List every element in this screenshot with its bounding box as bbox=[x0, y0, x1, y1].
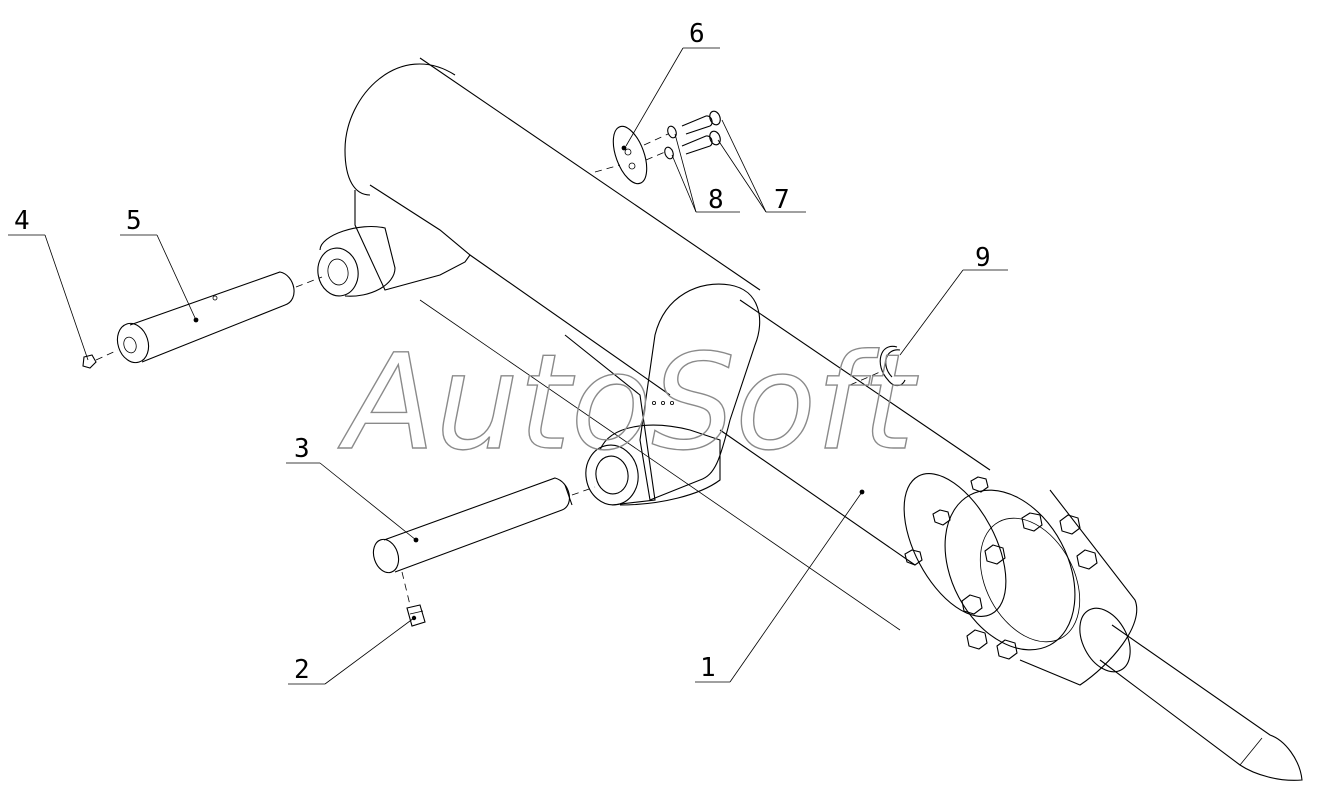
tool-collar bbox=[1079, 607, 1131, 673]
callout-8: 8 bbox=[708, 185, 724, 215]
leader-4 bbox=[44, 234, 89, 361]
flange-bolt bbox=[961, 594, 983, 615]
key-2 bbox=[406, 604, 426, 627]
pin-5-crosshole bbox=[212, 295, 218, 301]
screw bbox=[681, 135, 713, 155]
flange-bolt bbox=[984, 544, 1006, 565]
key-2-edge bbox=[409, 610, 424, 615]
leader-6 bbox=[625, 47, 684, 147]
front-boss-face bbox=[585, 444, 639, 506]
watermark-text: AutoSoft bbox=[337, 326, 918, 480]
callout-2: 2 bbox=[294, 655, 310, 685]
front-boss-bore bbox=[595, 455, 629, 495]
flange-bolt bbox=[904, 549, 923, 566]
pin-3-key-axis bbox=[401, 571, 411, 606]
key-2-body bbox=[406, 604, 426, 627]
front-bracket-hole bbox=[670, 400, 675, 405]
cover-plate-axis bbox=[594, 164, 621, 173]
leader-5 bbox=[156, 234, 197, 321]
washer bbox=[667, 125, 677, 139]
cylinder-top-edge bbox=[419, 57, 761, 291]
rear-boss bbox=[319, 225, 396, 297]
front-boss bbox=[599, 424, 721, 506]
leader-1 bbox=[729, 491, 863, 683]
ring-axis bbox=[849, 371, 881, 386]
flange-bolt bbox=[996, 639, 1018, 660]
nipple-4-hex bbox=[82, 354, 97, 369]
flange-ring bbox=[944, 489, 1076, 651]
flange-bolt bbox=[1021, 512, 1043, 532]
cover-plate-6 bbox=[594, 125, 669, 185]
callout-6: 6 bbox=[689, 19, 705, 49]
leader-lines bbox=[8, 47, 1008, 685]
cover-plate-hole bbox=[628, 162, 636, 170]
rear-boss-bore bbox=[327, 258, 349, 286]
pin-3-end bbox=[372, 538, 400, 574]
rear-boss-face bbox=[317, 247, 359, 297]
flange-bolt bbox=[970, 476, 989, 493]
flange-bolt-circle bbox=[979, 517, 1081, 643]
callout-7: 7 bbox=[774, 185, 790, 215]
pin-3-groove bbox=[564, 484, 573, 506]
callout-labels: 6 8 7 9 4 5 3 2 1 bbox=[14, 19, 991, 685]
flange-bolt bbox=[966, 629, 988, 650]
pin-5-body bbox=[129, 271, 295, 363]
flange-bolt bbox=[1059, 514, 1081, 535]
chisel-tool bbox=[1099, 624, 1303, 781]
callout-5: 5 bbox=[126, 206, 142, 236]
leader-3 bbox=[319, 462, 417, 541]
flange-bolts bbox=[904, 476, 1098, 660]
rear-bracket bbox=[354, 184, 471, 291]
callout-1: 1 bbox=[700, 653, 716, 683]
cylinder-seam-line bbox=[419, 299, 901, 631]
cylinder-body bbox=[317, 57, 1303, 781]
callout-4: 4 bbox=[14, 206, 30, 236]
screw-head bbox=[709, 110, 721, 126]
front-bracket-side bbox=[564, 334, 656, 506]
retaining-ring bbox=[879, 345, 906, 387]
retaining-ring-9 bbox=[849, 345, 906, 387]
flange-bolt bbox=[932, 509, 951, 526]
nipple-4 bbox=[82, 349, 119, 369]
retaining-ring-inner bbox=[885, 349, 901, 378]
screw-axis-lower bbox=[645, 151, 666, 161]
front-bracket-hole bbox=[661, 400, 666, 405]
screw-axis-upper bbox=[643, 133, 669, 146]
washers-8 bbox=[664, 125, 677, 160]
screw-head bbox=[709, 130, 721, 146]
pin-5-head bbox=[116, 322, 150, 364]
pin-3-axis bbox=[571, 486, 596, 496]
flange-bolt bbox=[1076, 549, 1098, 570]
flange-disc bbox=[903, 473, 1007, 617]
callout-9: 9 bbox=[975, 243, 991, 273]
cylinder-bottom-edge-front bbox=[719, 429, 916, 566]
leader-2 bbox=[324, 617, 415, 685]
cylinder-bottom-edge bbox=[469, 254, 671, 396]
pin-5-axis bbox=[295, 276, 323, 288]
housing-cone bbox=[1019, 489, 1138, 686]
leader-7b bbox=[721, 119, 767, 213]
leader-9 bbox=[899, 269, 964, 356]
pin-5-bore bbox=[123, 336, 137, 354]
leader-7a bbox=[717, 139, 767, 213]
pin-3-body bbox=[383, 477, 571, 573]
washer bbox=[664, 146, 674, 160]
cylinder-top-edge-front bbox=[739, 299, 991, 471]
nipple-4-axis bbox=[95, 349, 119, 361]
pin-5 bbox=[116, 271, 323, 364]
chisel-tip-edge bbox=[1239, 737, 1263, 766]
leader-8b bbox=[674, 133, 697, 213]
cylinder-rear-cap bbox=[344, 63, 456, 196]
front-bracket-plate bbox=[639, 283, 761, 501]
part-6-marker bbox=[621, 145, 627, 151]
cover-plate-hole bbox=[624, 148, 632, 156]
screw bbox=[681, 115, 713, 135]
leader-8a bbox=[671, 154, 697, 213]
front-bracket-hole bbox=[652, 400, 657, 405]
screws-7 bbox=[681, 110, 721, 155]
pin-3 bbox=[372, 477, 596, 606]
callout-3: 3 bbox=[294, 434, 310, 464]
cover-plate bbox=[612, 125, 648, 185]
